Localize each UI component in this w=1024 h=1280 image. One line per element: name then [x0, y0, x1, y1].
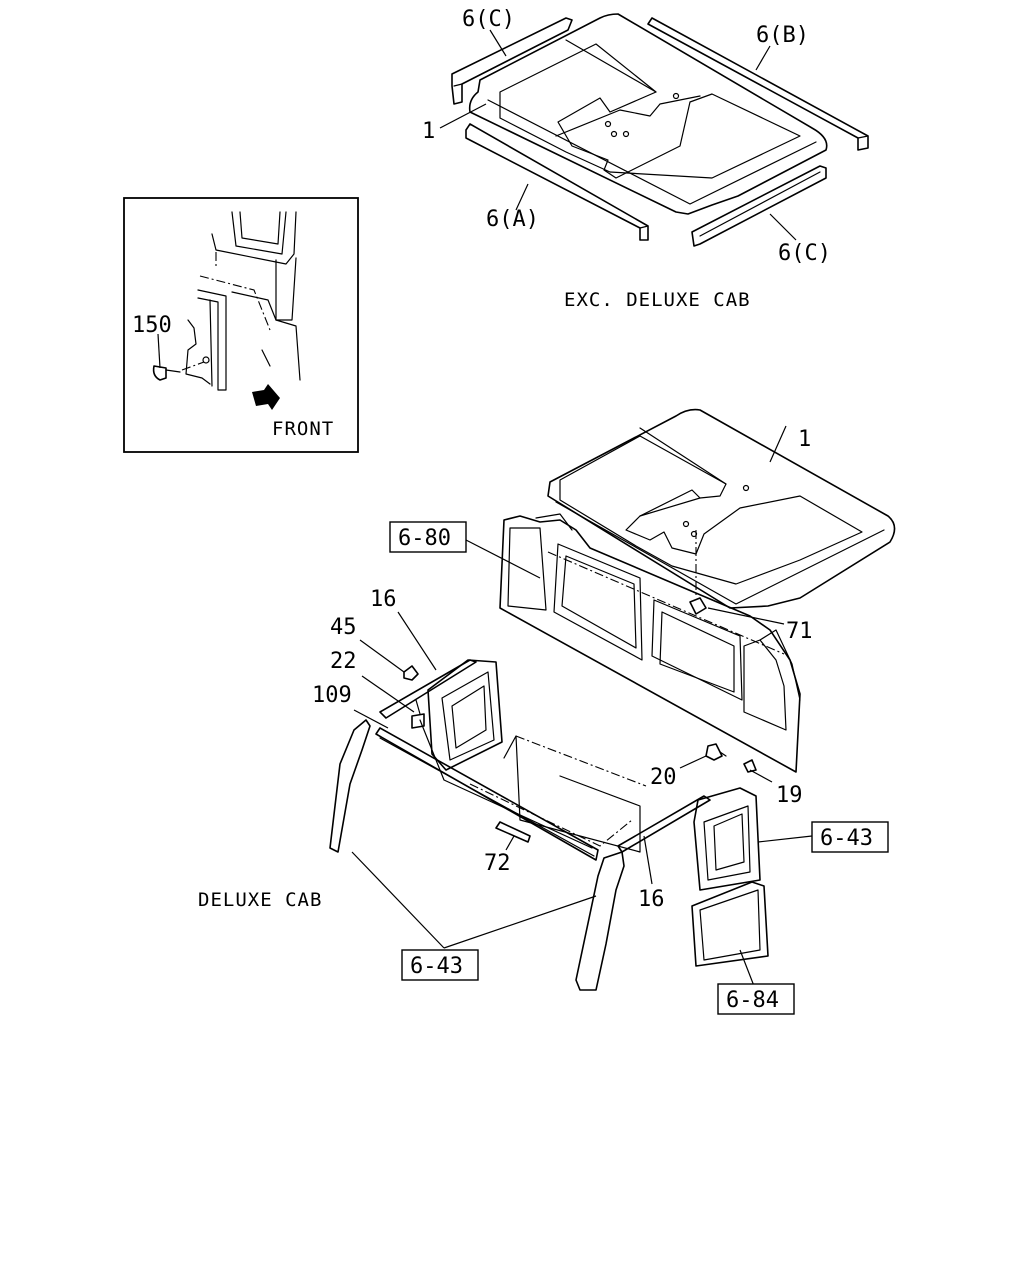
deluxe-headlining-panel — [547, 408, 896, 609]
callout-22: 22 — [330, 649, 357, 674]
callout-6-84: 6-84 — [726, 988, 779, 1013]
strip-6c-left — [451, 17, 573, 105]
clip-71-icon — [689, 597, 707, 615]
clip-150-icon — [152, 365, 167, 381]
lower-panel-6-84 — [691, 881, 769, 967]
callout-16-top: 16 — [370, 587, 397, 612]
ref-box-6-84 — [717, 983, 795, 1015]
callout-6b: 6(B) — [756, 23, 809, 48]
callout-6a: 6(A) — [486, 207, 539, 232]
callout-109: 109 — [312, 683, 352, 708]
callout-71: 71 — [786, 619, 813, 644]
callout-6c-right: 6(C) — [778, 241, 831, 266]
quarter-panel-6-43 — [693, 787, 761, 891]
caption-deluxe-cab: DELUXE CAB — [198, 889, 322, 911]
callout-1-top: 1 — [422, 119, 435, 144]
callout-6c-left: 6(C) — [462, 7, 515, 32]
callout-45: 45 — [330, 615, 357, 640]
ref-box-6-80 — [389, 521, 467, 553]
bolt-22-icon — [411, 713, 425, 729]
callout-6-43-bottom: 6-43 — [410, 954, 463, 979]
headlining-panel — [468, 13, 828, 215]
front-arrow-icon — [252, 384, 280, 410]
front-label: FRONT — [272, 418, 334, 440]
right-pillar-6-43 — [575, 851, 625, 991]
headlining-panel-edge — [487, 99, 817, 205]
headlining-recess — [499, 43, 801, 179]
strip-72 — [495, 821, 531, 843]
caption-exc-deluxe-cab: EXC. DELUXE CAB — [564, 289, 751, 311]
inset-frame — [123, 197, 359, 453]
bolt-20-icon — [705, 743, 723, 761]
clip-19-icon — [743, 759, 757, 773]
callout-20: 20 — [650, 765, 677, 790]
clip-45-icon — [403, 665, 419, 681]
exc-deluxe-cab-assembly: 6(C) 6(B) 1 6(A) 6(C) EXC. DELUXE CAB — [422, 7, 869, 311]
rear-panel-6-80 — [499, 515, 801, 773]
strip-6a — [465, 123, 649, 241]
callout-19: 19 — [776, 783, 803, 808]
callout-6-43-right: 6-43 — [820, 826, 873, 851]
strip-6c-right — [691, 165, 827, 247]
deluxe-cab-assembly: 1 6-80 71 16 45 22 109 20 19 6-43 72 16 … — [198, 408, 896, 1015]
ref-box-6-43-bottom — [401, 949, 479, 981]
left-pillar-6-43 — [329, 719, 371, 853]
callout-72: 72 — [484, 851, 511, 876]
header-bar-109 — [375, 727, 599, 861]
side-trim-left — [427, 659, 503, 771]
ref-box-6-43-right — [811, 821, 889, 853]
callout-150: 150 — [132, 313, 172, 338]
callout-16-bottom: 16 — [638, 887, 665, 912]
callout-1-bottom: 1 — [798, 427, 811, 452]
inset-detail: 150 FRONT — [123, 197, 359, 453]
callout-6-80: 6-80 — [398, 526, 451, 551]
